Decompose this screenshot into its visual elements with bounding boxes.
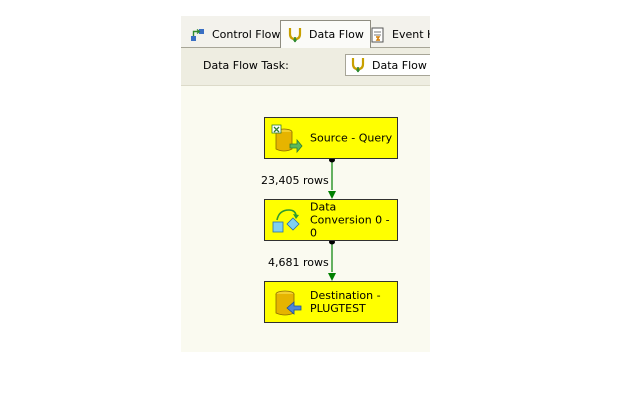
data-flow-task-value: Data Flow Task (372, 58, 430, 72)
data-conversion-icon (272, 209, 300, 233)
excel-source-icon (271, 124, 303, 154)
data-flow-task-bar: Data Flow Task: Data Flow Task (181, 48, 430, 86)
component-name: Data Conversion 0 - 0 (310, 200, 390, 240)
component-destination-plugtest[interactable]: Destination - PLUGTEST (264, 281, 398, 323)
tab-data-flow[interactable]: Data Flow (280, 20, 371, 48)
event-handlers-icon (371, 27, 384, 42)
data-flow-task-select[interactable]: Data Flow Task (345, 54, 430, 76)
tab-control-flow-label: Control Flow (212, 28, 281, 41)
data-flow-task-icon (351, 58, 365, 73)
path-arrow-2 (328, 273, 336, 281)
component-data-conversion[interactable]: Data Conversion 0 - 0 (264, 199, 398, 241)
path-row-count-1: 23,405 rows (261, 174, 329, 187)
data-flow-icon (288, 27, 302, 42)
tab-event-handlers[interactable]: Event Handlers (364, 22, 430, 47)
tab-control-flow[interactable]: Control Flow (184, 22, 286, 47)
designer-tab-strip: Control Flow Data Flow Event Handlers (181, 16, 430, 48)
db-destination-icon (275, 290, 302, 316)
control-flow-icon (191, 28, 204, 41)
component-name: Source - Query (310, 131, 393, 145)
data-flow-canvas[interactable]: Source - Query Data Conversion 0 - 0 Des… (181, 86, 430, 352)
component-name: Destination - PLUGTEST (310, 289, 381, 315)
path-row-count-2: 4,681 rows (268, 256, 329, 269)
component-source-query[interactable]: Source - Query (264, 117, 398, 159)
tab-event-handlers-label: Event Handlers (392, 28, 430, 41)
data-flow-task-label: Data Flow Task: (203, 59, 289, 72)
tab-data-flow-label: Data Flow (309, 28, 364, 41)
ssis-designer: Control Flow Data Flow Event Handlers Da… (181, 16, 430, 352)
path-arrow-1 (328, 191, 336, 199)
